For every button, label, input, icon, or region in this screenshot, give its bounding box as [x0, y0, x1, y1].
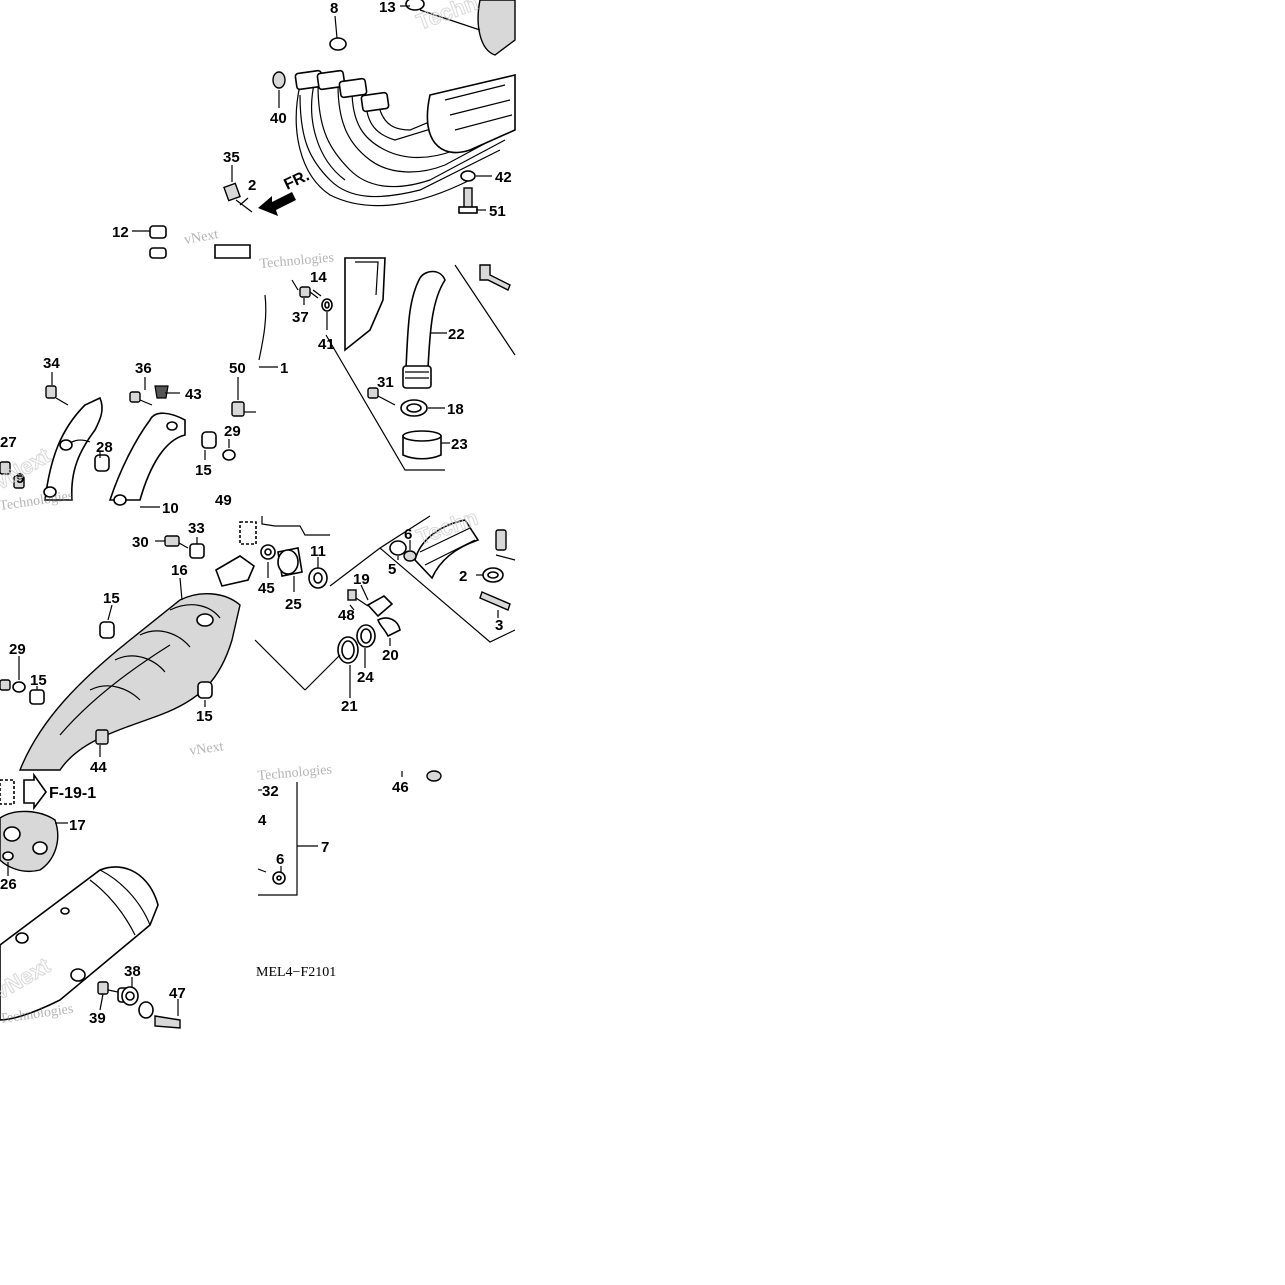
callout-18: 18 — [447, 401, 464, 418]
callout-45: 45 — [258, 580, 275, 597]
callout-15b: 15 — [103, 590, 120, 607]
callout-50: 50 — [229, 360, 246, 377]
front-direction-arrow-icon — [258, 192, 296, 216]
callout-43: 43 — [185, 386, 202, 403]
callout-21: 21 — [341, 698, 358, 715]
callout-37: 37 — [292, 309, 309, 326]
watermark: Technologies — [259, 251, 334, 272]
callout-24: 24 — [357, 669, 374, 686]
callout-28: 28 — [96, 439, 113, 456]
watermark: Technologies — [257, 763, 332, 784]
watermark: vNext — [183, 227, 219, 248]
callout-40: 40 — [270, 110, 287, 127]
callout-46: 46 — [392, 779, 409, 796]
callout-22: 22 — [448, 326, 465, 343]
callout-25: 25 — [285, 596, 302, 613]
callout-17: 17 — [69, 817, 86, 834]
callout-49: 49 — [215, 492, 232, 509]
callout-29a: 29 — [224, 423, 241, 440]
callout-2b: 2 — [459, 568, 467, 585]
reference-arrow-icon — [23, 772, 47, 811]
callout-47: 47 — [169, 985, 186, 1002]
callout-5: 5 — [388, 561, 396, 578]
callout-4: 4 — [258, 812, 267, 829]
joint-clamp-assembly: Techn 11 6 5 19 2 45 25 48 3 20 24 21 — [254, 504, 516, 715]
callout-27: 27 — [0, 434, 17, 451]
callout-39: 39 — [89, 1010, 106, 1027]
callout-3: 3 — [495, 617, 503, 634]
callout-19: 19 — [353, 571, 370, 588]
callout-11: 11 — [310, 543, 326, 560]
callout-36: 36 — [135, 360, 152, 377]
callout-30: 30 — [132, 534, 149, 551]
heat-shield-pipe-assembly: Technologies 14 37 41 22 1 31 — [258, 251, 516, 471]
callout-33: 33 — [188, 520, 205, 537]
callout-51: 51 — [489, 203, 506, 220]
callout-42: 42 — [495, 169, 512, 186]
callout-14: 14 — [310, 269, 327, 286]
callout-35: 35 — [223, 149, 240, 166]
callout-8: 8 — [330, 0, 338, 17]
callout-38: 38 — [124, 963, 141, 980]
callout-7: 7 — [321, 839, 329, 856]
front-direction-label: FR. — [282, 167, 313, 193]
callout-48: 48 — [338, 607, 355, 624]
callout-34: 34 — [43, 355, 60, 372]
callout-29b: 29 — [9, 641, 26, 658]
callout-15d: 15 — [196, 708, 213, 725]
callout-15a: 15 — [195, 462, 212, 479]
callout-9: 9 — [16, 470, 24, 487]
callout-15c: 15 — [30, 672, 47, 689]
callout-41: 41 — [318, 336, 335, 353]
callout-10: 10 — [162, 500, 179, 517]
callout-2a: 2 — [248, 177, 256, 194]
diagram-code: MEL4−F2101 — [256, 965, 336, 980]
watermark: Technologies — [0, 489, 74, 514]
exhaust-manifold-assembly: FR. 8 13 40 42 51 35 2 12 Techn vNext — [112, 0, 516, 259]
callout-16: 16 — [171, 562, 188, 579]
callout-13: 13 — [379, 0, 396, 16]
callout-32: 32 — [262, 783, 279, 800]
callout-12: 12 — [112, 224, 129, 241]
callout-6a: 6 — [404, 526, 412, 543]
muffler-heat-shield-assembly: 30 33 16 15 29 15 15 44 vNext — [0, 520, 257, 776]
reference-arrow-label: F-19-1 — [49, 785, 96, 802]
callout-6b: 6 — [276, 851, 284, 868]
muffler-stay-assembly: Technologies 46 32 4 7 6 MEL4−F2101 — [256, 763, 442, 980]
callout-26: 26 — [0, 876, 17, 893]
callout-20: 20 — [382, 647, 399, 664]
callout-31: 31 — [377, 374, 394, 391]
callout-44: 44 — [90, 759, 107, 776]
callout-1: 1 — [280, 360, 288, 377]
muffler-assembly: F-19-1 17 26 38 47 39 vNext Technolog — [0, 772, 186, 1029]
exhaust-bracket-assembly: 34 36 43 50 27 28 29 15 9 10 49 vNext Te… — [0, 355, 256, 517]
watermark: vNext — [188, 739, 224, 759]
callout-23: 23 — [451, 436, 468, 453]
